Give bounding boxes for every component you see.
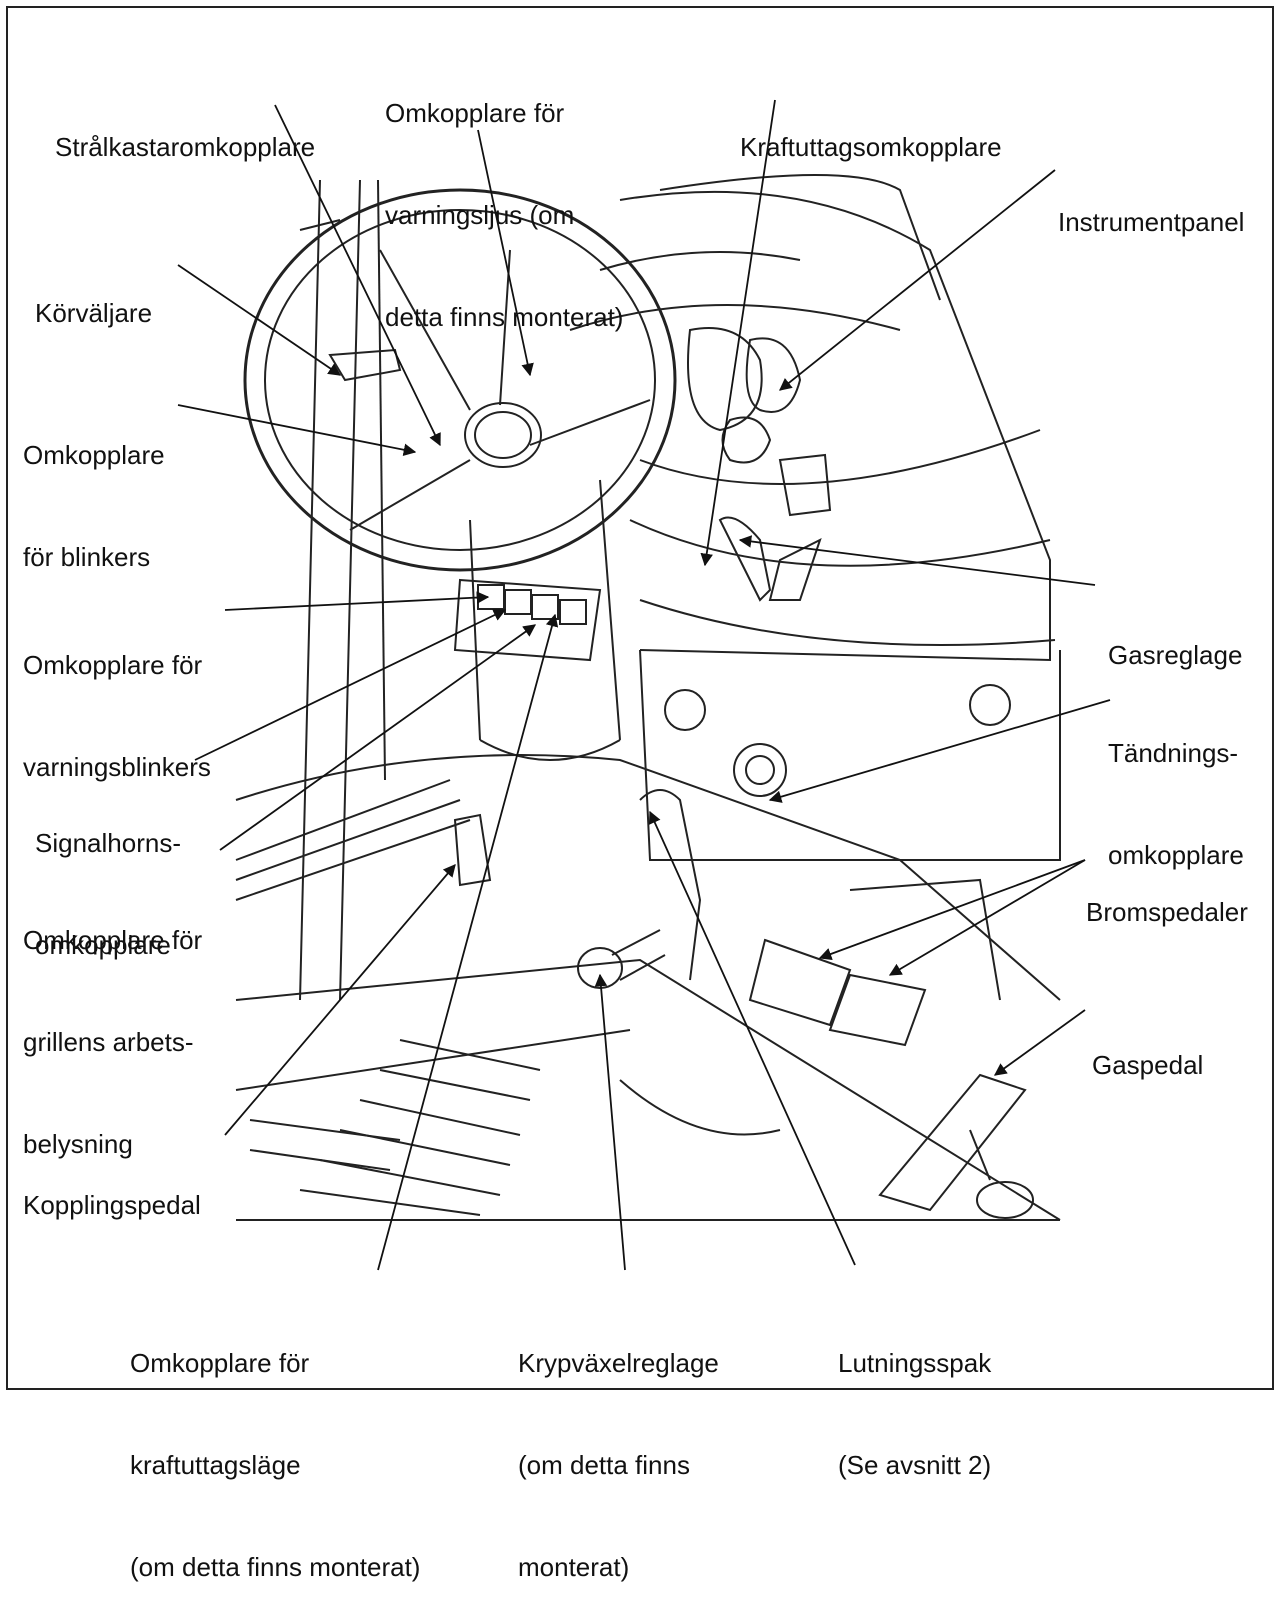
label-tandningsomkopplare: Tändnings- omkopplare — [1108, 738, 1244, 870]
leader-blinkers — [177, 404, 417, 456]
leader-varningsblinkers — [224, 591, 490, 611]
label-gasreglage: Gasreglage — [1108, 640, 1243, 670]
figure-frame — [6, 6, 1274, 1390]
label-grillens-arbetsbelysning: Omkopplare för grillens arbets- belysnin… — [23, 925, 203, 1159]
leader-stralkastar — [274, 104, 441, 447]
leader-lines — [177, 99, 1111, 1271]
tractor-cab-illustration — [177, 99, 1111, 1271]
leader-grill — [219, 624, 537, 851]
leader-signalhorn — [194, 609, 507, 761]
label-blinkers: Omkopplare för blinkers — [23, 440, 165, 572]
leader-kraftuttag — [700, 99, 776, 567]
label-stralkastaromkopplare: Strålkastaromkopplare — [55, 132, 316, 162]
leader-gasreglage — [738, 535, 1096, 586]
label-lutningsspak: Lutningsspak (Se avsnitt 2) — [838, 1348, 992, 1480]
leader-kopplingspedal — [224, 864, 456, 1136]
leader-gaspedal — [993, 1009, 1086, 1076]
label-varningsblinkers: Omkopplare för varningsblinkers — [23, 650, 211, 782]
label-kopplingspedal: Kopplingspedal — [23, 1190, 201, 1220]
label-bromspedaler: Bromspedaler — [1086, 897, 1248, 927]
leader-lutningsspak — [648, 810, 856, 1266]
label-instrumentpanel: Instrumentpanel — [1058, 207, 1245, 237]
leader-kraftuttagslage — [377, 613, 559, 1271]
leader-bromspedaler-2 — [888, 859, 1086, 976]
leader-bromspedaler-1 — [818, 859, 1086, 960]
label-kraftuttagsomkopplare: Kraftuttagsomkopplare — [740, 132, 1002, 162]
cab-drawing — [235, 174, 1061, 1221]
label-korvaljare: Körväljare — [35, 298, 153, 328]
label-gaspedal: Gaspedal — [1092, 1050, 1204, 1080]
label-varningsljus: Omkopplare för varningsljus (om detta fi… — [385, 98, 624, 332]
leader-tandning — [768, 699, 1111, 803]
label-kraftuttagslage: Omkopplare för kraftuttagsläge (om detta… — [130, 1348, 421, 1582]
leader-korvaljare — [177, 264, 342, 376]
leader-varningsljus — [477, 129, 534, 377]
leader-instrumentpanel — [779, 169, 1056, 391]
leader-krypvaxel — [594, 973, 626, 1271]
label-krypvaxelreglage: Krypväxelreglage (om detta finns montera… — [518, 1348, 719, 1582]
label-signalhornsomkopplare: Signalhorns- omkopplare — [35, 828, 181, 960]
